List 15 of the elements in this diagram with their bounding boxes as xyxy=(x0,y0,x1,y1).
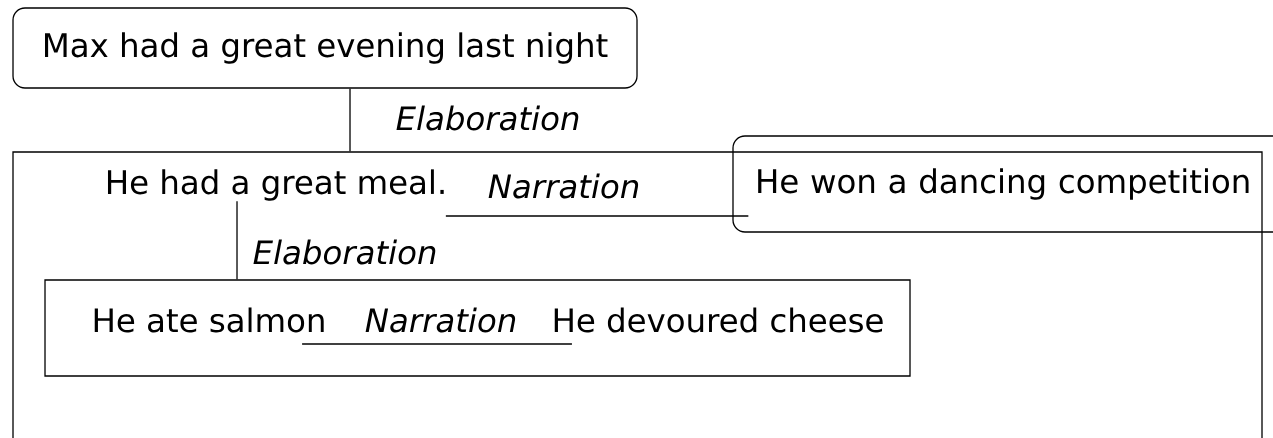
rounded-box: Max had a great evening last night xyxy=(12,7,638,89)
sentence-text: He ate salmon xyxy=(94,307,324,333)
connector-line xyxy=(445,215,749,217)
connector-line xyxy=(301,343,573,345)
edge-label: Narration xyxy=(488,173,639,199)
edge-label: Narration xyxy=(365,307,516,333)
sentence-text: He devoured cheese xyxy=(554,307,883,333)
connector-line xyxy=(349,88,351,152)
connector-line xyxy=(236,200,238,280)
rounded-box: He won a dancing competition xyxy=(732,135,1273,233)
sentence-text: He had a great meal. xyxy=(108,169,444,201)
group-box xyxy=(12,151,1263,438)
edge-label: Elaboration xyxy=(253,239,436,265)
group-box xyxy=(44,279,911,377)
edge-label: Elaboration xyxy=(396,105,579,131)
